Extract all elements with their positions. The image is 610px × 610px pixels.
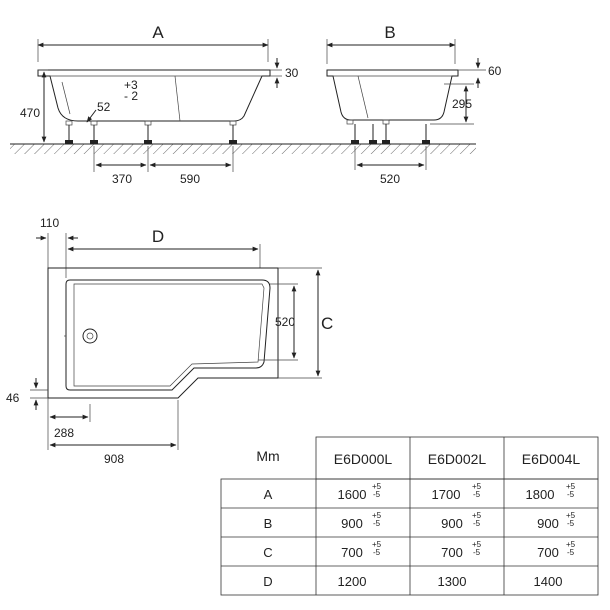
tolerance: +5 — [472, 540, 482, 549]
tolerance: -5 — [373, 548, 381, 557]
bath-side-outline — [37, 69, 271, 122]
cell-value: 700 — [537, 545, 559, 560]
label-60: 60 — [488, 64, 502, 78]
label-590: 590 — [180, 172, 200, 186]
label-295: 295 — [452, 97, 472, 111]
cell-value: 1600 — [338, 487, 367, 502]
cell-value: 1700 — [432, 487, 461, 502]
tolerance: -5 — [473, 548, 481, 557]
cell-value: 1400 — [534, 574, 563, 589]
label-908: 908 — [104, 452, 124, 466]
cell-value: 1800 — [526, 487, 555, 502]
label-30: 30 — [285, 66, 299, 80]
bath-plan-outline — [47, 267, 279, 399]
tolerance: -5 — [567, 548, 575, 557]
tolerance: -5 — [373, 519, 381, 528]
end-legs — [346, 119, 430, 144]
bath-end-outline — [326, 69, 459, 121]
bath-legs — [65, 120, 237, 144]
label-d: D — [152, 227, 164, 246]
row-label: B — [264, 516, 273, 531]
cell-value: 1200 — [338, 574, 367, 589]
label-a: A — [152, 23, 164, 42]
tolerance: -5 — [567, 490, 575, 499]
tolerance-minus: - 2 — [124, 89, 138, 103]
dimensions-table: Mm E6D000L E6D002L E6D004L A 1600 1700 1… — [220, 436, 599, 596]
plan-view: 110 D C 520 46 — [6, 216, 333, 466]
label-520-plan: 520 — [275, 315, 295, 329]
end-view: B 60 295 520 — [326, 23, 502, 186]
floor-hatch — [10, 144, 476, 154]
tolerance: -5 — [373, 490, 381, 499]
label-520-end: 520 — [380, 172, 400, 186]
tolerance: +5 — [472, 511, 482, 520]
label-52: 52 — [97, 100, 111, 114]
label-288: 288 — [54, 426, 74, 440]
cell-value: 700 — [441, 545, 463, 560]
label-c: C — [321, 314, 333, 333]
tolerance: +5 — [472, 482, 482, 491]
model-header: E6D002L — [428, 451, 487, 467]
cell-value: 700 — [341, 545, 363, 560]
label-470: 470 — [20, 106, 40, 120]
table-unit-header: Mm — [256, 448, 279, 464]
tolerance: +5 — [566, 482, 576, 491]
cell-value: 900 — [441, 516, 463, 531]
side-view: A 470 30 +3 — [10, 23, 476, 186]
model-header: E6D004L — [522, 451, 581, 467]
tolerance: -5 — [473, 519, 481, 528]
bath-plan-basin — [65, 279, 271, 391]
tolerance: +5 — [566, 540, 576, 549]
model-header: E6D000L — [334, 451, 393, 467]
cell-value: 1300 — [438, 574, 467, 589]
tolerance: +5 — [372, 540, 382, 549]
row-label: D — [263, 574, 272, 589]
cell-value: 900 — [341, 516, 363, 531]
tolerance-plus: +3 — [124, 78, 138, 92]
label-110: 110 — [40, 216, 59, 230]
tolerance: +5 — [566, 511, 576, 520]
tolerance: -5 — [473, 490, 481, 499]
drain-icon — [82, 328, 98, 344]
label-b: B — [384, 23, 395, 42]
tolerance: +5 — [372, 482, 382, 491]
tolerance: -5 — [567, 519, 575, 528]
cell-value: 900 — [537, 516, 559, 531]
label-370: 370 — [112, 172, 132, 186]
label-46: 46 — [6, 391, 20, 405]
row-label: C — [263, 545, 272, 560]
row-label: A — [264, 487, 273, 502]
tolerance: +5 — [372, 511, 382, 520]
